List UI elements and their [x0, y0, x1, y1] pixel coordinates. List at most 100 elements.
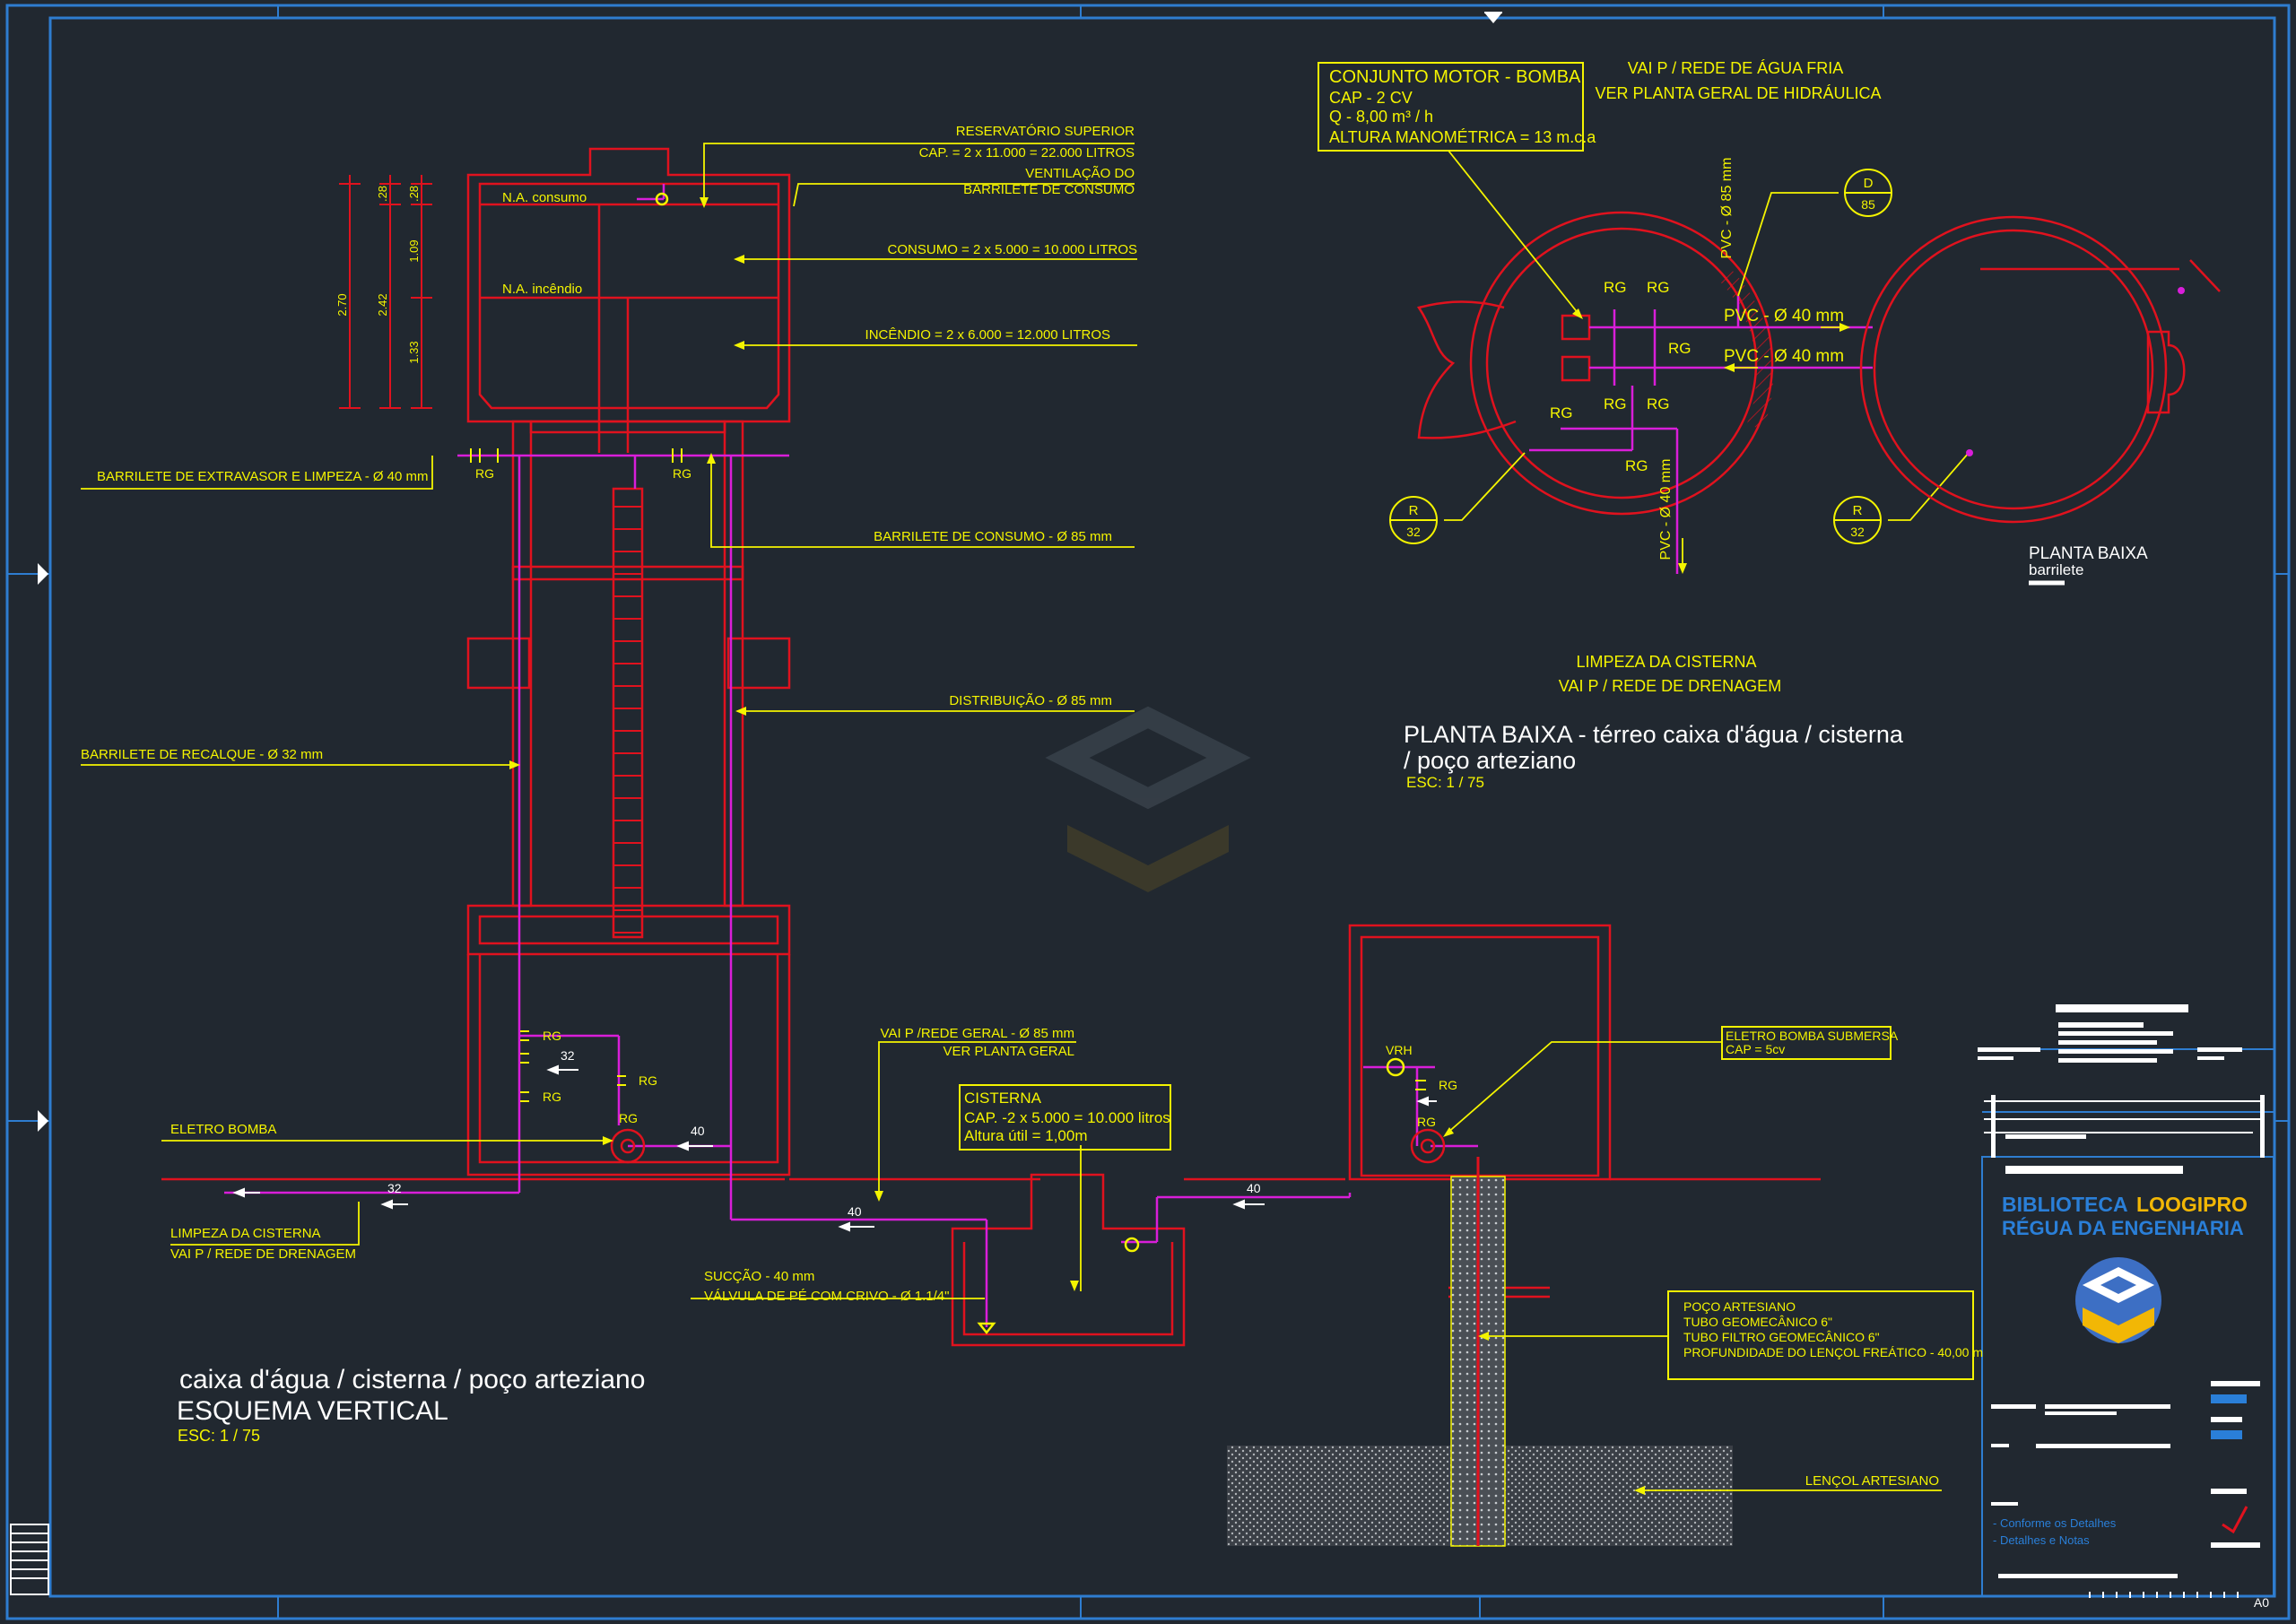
label-cisterna: CISTERNA — [964, 1090, 1042, 1107]
plan-pipes — [1529, 296, 1873, 574]
pumps — [610, 192, 1446, 1335]
dim-32-b: 32 — [387, 1181, 402, 1195]
tag-r-2: R — [1853, 503, 1863, 518]
ladder-rungs — [613, 506, 642, 934]
plan-title-1: PLANTA BAIXA - térreo caixa d'água / cis… — [1404, 721, 1904, 748]
tank-dimensions — [339, 175, 432, 409]
dim-28-a: .28 — [376, 186, 389, 202]
elevation-title: caixa d'água / cisterna / poço arteziano — [179, 1365, 645, 1394]
motor-cap: CAP - 2 CV — [1329, 89, 1413, 107]
tag-d: D — [1864, 176, 1874, 191]
plan-text: CONJUNTO MOTOR - BOMBA CAP - 2 CV Q - 8,… — [1329, 59, 2148, 791]
plan-cistern-wall-hatch — [1718, 269, 1774, 430]
label-rg-2: RG — [543, 1090, 561, 1104]
label-rg-3: RG — [639, 1073, 657, 1088]
label-consumo: CONSUMO = 2 x 5.000 = 10.000 LITROS — [888, 242, 1137, 257]
pvc-40-label-1: PVC - Ø 40 mm — [1724, 307, 1844, 326]
dim-40-a: 40 — [691, 1124, 705, 1138]
label-limpeza-1: LIMPEZA DA CISTERNA — [170, 1226, 321, 1241]
tag-r-1: R — [1409, 503, 1419, 518]
label-barrilete-consumo: BARRILETE DE CONSUMO - Ø 85 mm — [874, 529, 1112, 544]
plan-scale: ESC: 1 / 75 — [1406, 774, 1484, 791]
dim-28-b: .28 — [407, 186, 421, 202]
label-poco-3: TUBO FILTRO GEOMECÂNICO 6" — [1683, 1330, 1880, 1344]
arrowheads — [509, 197, 1645, 1495]
note-1: - Conforme os Detalhes — [1993, 1516, 2117, 1530]
plan-leaders — [1444, 150, 1970, 569]
dim-40-c: 40 — [1247, 1181, 1261, 1195]
label-na-consumo: N.A. consumo — [502, 190, 587, 205]
pvc-40-label-3: PVC - Ø 40 mm — [1658, 459, 1674, 560]
label-poco-2: TUBO GEOMECÂNICO 6" — [1683, 1315, 1832, 1329]
plan-title-2: / poço arteziano — [1404, 747, 1576, 774]
label-vai-rede-2: VER PLANTA GERAL — [944, 1044, 1074, 1059]
label-valvula: VÁLVULA DE PÉ COM CRIVO - Ø 1.1/4" — [704, 1289, 949, 1304]
side-legend-icon — [10, 1524, 49, 1595]
label-na-incendio: N.A. incêndio — [502, 282, 582, 297]
brand-logo-icon — [2075, 1257, 2161, 1343]
title-block-blue-bars — [2211, 1394, 2247, 1439]
label-rg-8: RG — [1417, 1115, 1436, 1129]
plan-cistern — [1416, 211, 1774, 516]
label-cisterna-cap: CAP. -2 x 5.000 = 10.000 litros — [964, 1109, 1170, 1126]
plan-rg-4: RG — [1604, 395, 1627, 413]
elevation-text: RESERVATÓRIO SUPERIOR CAP. = 2 x 11.000 … — [81, 124, 1983, 1489]
plan-rg-2: RG — [1647, 279, 1670, 296]
sheet-size: A0 — [2254, 1595, 2269, 1610]
label-lencol: LENÇOL ARTESIANO — [1805, 1473, 1939, 1489]
label-limpeza-2: VAI P / REDE DE DRENAGEM — [170, 1246, 356, 1262]
tag-r-num-1: 32 — [1406, 525, 1421, 539]
label-ventilacao-1: VENTILAÇÃO DO — [1025, 166, 1135, 181]
label-eletro-bomba: ELETRO BOMBA — [170, 1122, 276, 1137]
tag-d-num: 85 — [1861, 197, 1875, 212]
note-2: - Detalhes e Notas — [1993, 1533, 2090, 1547]
label-reservatorio: RESERVATÓRIO SUPERIOR — [956, 124, 1135, 139]
plan-rg-5: RG — [1647, 395, 1670, 413]
frame-markers — [38, 12, 1502, 1132]
vai-fria-1: VAI P / REDE DE ÁGUA FRIA — [1628, 59, 1843, 77]
plan-rg-6: RG — [1550, 404, 1573, 421]
label-poco-4: PROFUNDIDADE DO LENÇOL FREÁTICO - 40,00 … — [1683, 1345, 1983, 1359]
brand-regua: RÉGUA DA ENGENHARIA — [2002, 1217, 2244, 1239]
label-rg-1: RG — [543, 1029, 561, 1043]
tag-r-num-2: 32 — [1850, 525, 1865, 539]
label-rg-4: RG — [619, 1111, 638, 1125]
title-block-text: BIBLIOTECA LOOGIPRO RÉGUA DA ENGENHARIA … — [1993, 1193, 2269, 1610]
elevation-subtitle: ESQUEMA VERTICAL — [177, 1396, 448, 1426]
barrilete-sub: barrilete — [2029, 561, 2083, 578]
label-cisterna-altura: Altura útil = 1,00m — [964, 1127, 1088, 1144]
barrilete-title: PLANTA BAIXA — [2029, 544, 2148, 563]
label-eletro-submersa-2: CAP = 5cv — [1726, 1042, 1785, 1056]
dim-270: 2.70 — [335, 293, 349, 316]
bottom-scale-ticks — [2089, 1592, 2239, 1598]
motor-title: CONJUNTO MOTOR - BOMBA — [1329, 67, 1581, 87]
plan-limpeza-1: LIMPEZA DA CISTERNA — [1576, 653, 1756, 671]
plan-arrowheads — [1572, 308, 1850, 574]
motor-alt: ALTURA MANOMÉTRICA = 13 m.c.a — [1329, 128, 1596, 146]
vai-fria-2: VER PLANTA GERAL DE HIDRÁULICA — [1595, 84, 1881, 102]
dim-109: 1.09 — [407, 239, 421, 262]
label-ventilacao-2: BARRILETE DE CONSUMO — [963, 182, 1135, 197]
plan-limpeza-2: VAI P / REDE DE DRENAGEM — [1559, 677, 1781, 695]
note-frames — [959, 62, 1974, 1380]
plan-rg-3: RG — [1668, 340, 1692, 357]
drawing-frame — [5, 4, 2291, 1620]
water-tower-structure — [161, 147, 1821, 1347]
plan-barrilete — [1859, 215, 2221, 524]
dim-133: 1.33 — [407, 341, 421, 363]
plan-tags — [1389, 169, 1892, 544]
label-rg-6: RG — [673, 466, 691, 481]
label-vai-rede-1: VAI P /REDE GERAL - Ø 85 mm — [881, 1026, 1074, 1041]
label-poco-1: POÇO ARTESIANO — [1683, 1299, 1796, 1314]
title-block-bars — [1978, 1004, 2265, 1578]
elevation-scale: ESC: 1 / 75 — [178, 1427, 260, 1445]
pvc-40-label-2: PVC - Ø 40 mm — [1724, 347, 1844, 366]
flow-arrows — [232, 1064, 1437, 1232]
label-cap-reservatorio: CAP. = 2 x 11.000 = 22.000 LITROS — [919, 145, 1135, 161]
brand-loogipro: LOOGIPRO — [2136, 1193, 2248, 1216]
dim-40-b: 40 — [848, 1204, 862, 1219]
label-eletro-submersa-1: ELETRO BOMBA SUBMERSA — [1726, 1029, 1899, 1043]
label-rg-7: RG — [1439, 1078, 1457, 1092]
label-distribuicao: DISTRIBUIÇÃO - Ø 85 mm — [949, 693, 1112, 708]
